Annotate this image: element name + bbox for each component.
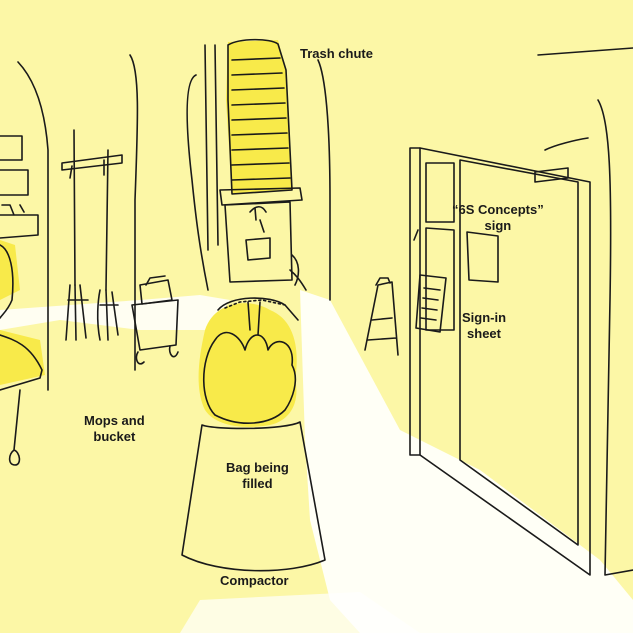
label-trash-chute: Trash chute [300,46,373,62]
compactor-base [181,421,326,572]
label-bag-line-2: filled [242,476,273,491]
bag-body [202,331,297,425]
label-sign-in-line-1: Sign-in [462,310,507,325]
mop-head-1 [65,284,89,341]
chute-tube [227,38,293,195]
label-sign-in-sheet: Sign-in sheet [462,310,506,342]
bag-highlight [198,303,297,427]
left-faucet [0,204,39,239]
chute-hose [186,74,209,291]
sign-in-lines [420,287,441,321]
bag-mouth [224,299,286,309]
compactor-cable [289,254,307,291]
left-cabinet-2 [0,169,29,196]
compactor-label-panel [245,237,271,261]
six-s-sign-frame [466,231,499,283]
sink-highlight [0,240,20,300]
label-sign-in-line-2: sheet [467,326,501,341]
door-outer [419,147,591,576]
chute-ribs [231,57,291,181]
door-closer [534,137,589,183]
door-panel [459,159,579,546]
label-trash-chute-text: Trash chute [300,46,373,61]
bucket-wringer [139,275,173,305]
label-bag-line-1: Bag being [226,460,289,475]
bucket-wheels [135,345,179,365]
left-wall-edge [17,61,49,391]
chute-left-pipe [204,44,219,251]
left-wall-inner [129,54,139,371]
left-cabinet [0,135,23,161]
bag-stem [247,301,261,336]
label-bag-being-filled: Bag being filled [226,460,289,492]
label-compactor-text: Compactor [220,573,289,588]
floor-sign [364,281,399,356]
sign-in-clipboard [415,274,447,333]
right-wall-edge [317,59,331,301]
door-window-left-bottom [425,227,455,331]
compactor-switch [249,205,267,233]
left-cart [0,334,43,466]
label-mops-line-2: bucket [93,429,136,444]
mop-rack [61,154,123,171]
chute-box [219,187,303,206]
label-6s-line-1: “6S Concepts” [452,202,544,217]
mop-hook [69,159,105,179]
mop-handle-2 [105,149,109,291]
floor-light-bottom [180,592,420,633]
floor-sign-clip [375,277,391,286]
label-compactor: Compactor [220,573,289,589]
compactor-panel [224,201,293,283]
right-far-wall [537,47,633,56]
right-wall-corner [597,99,633,576]
left-basin [0,244,14,319]
left-cart-highlight [0,330,45,385]
trash-chute-highlight [226,40,292,194]
label-mops-line-1: Mops and [84,413,145,428]
mop-head-2 [96,289,119,341]
mop-handle-1 [73,129,76,286]
label-mops-and-bucket: Mops and bucket [84,413,145,445]
label-6s-concepts-sign: “6S Concepts” sign [452,202,544,234]
door-handle [413,229,419,241]
label-6s-line-2: sign [484,218,512,233]
door-window-left-top [425,162,455,223]
